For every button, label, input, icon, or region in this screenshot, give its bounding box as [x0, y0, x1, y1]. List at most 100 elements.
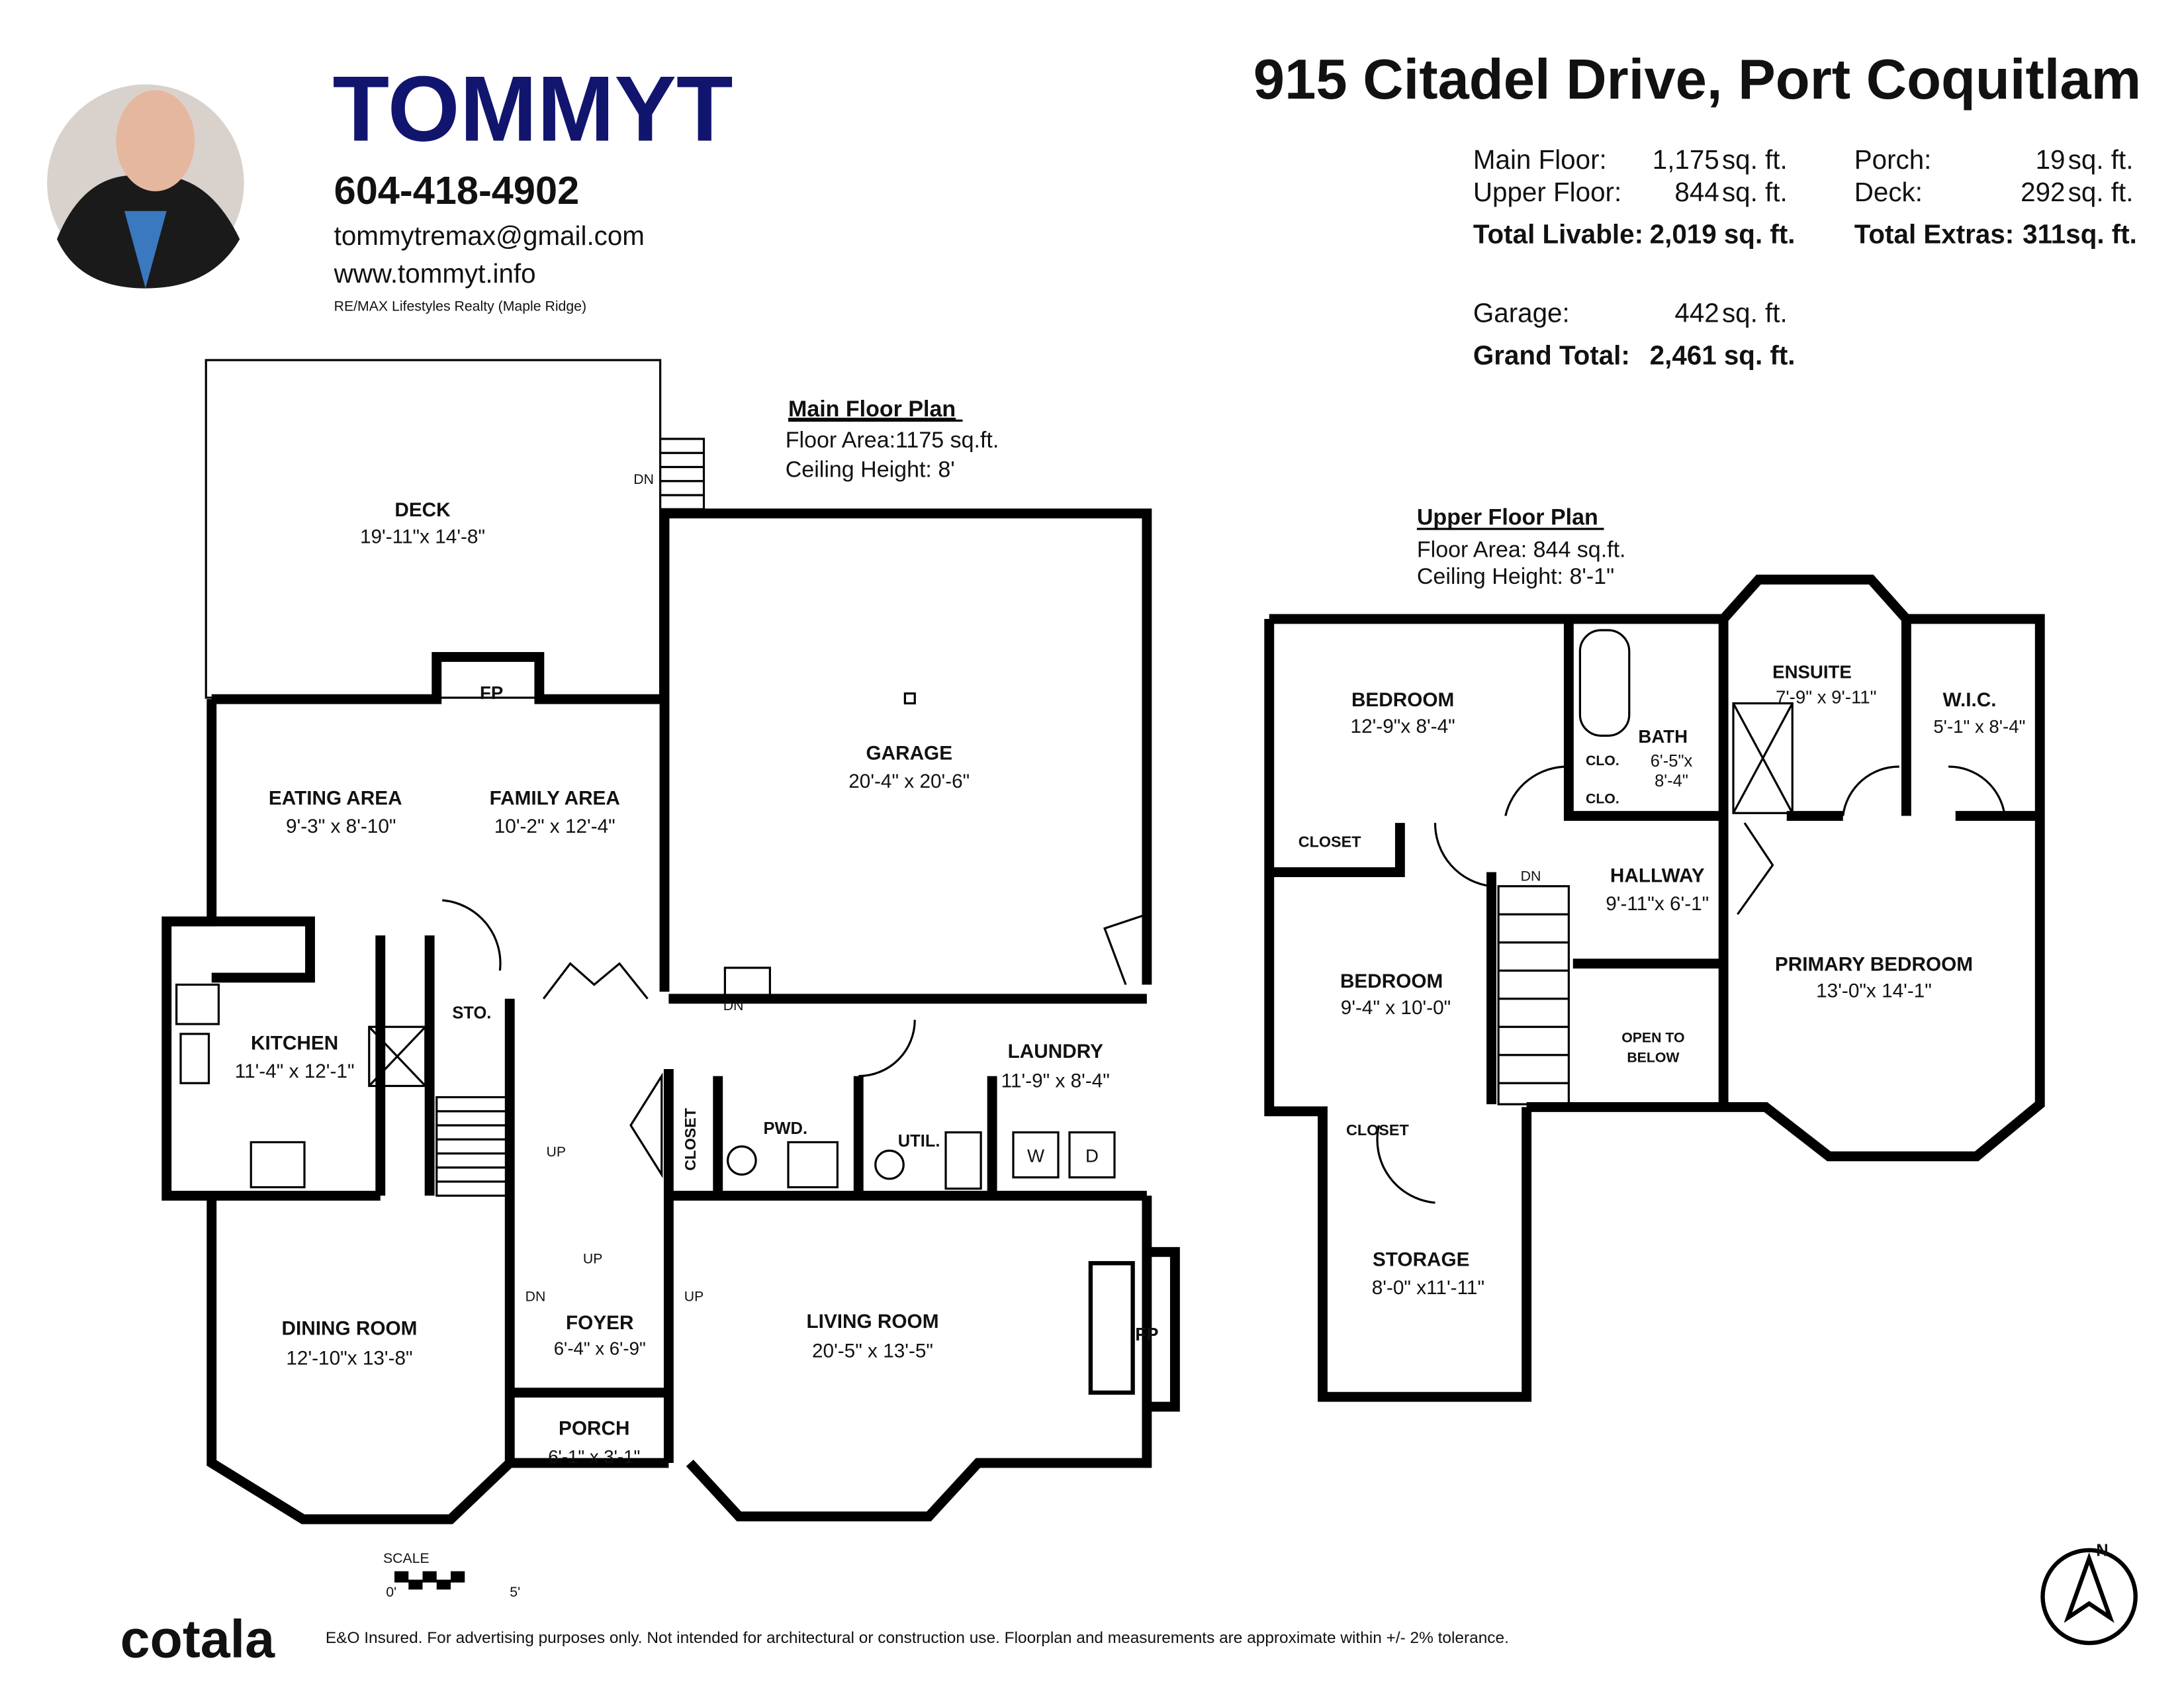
disclaimer: E&O Insured. For advertising purposes on…: [326, 1629, 1509, 1647]
agent-website[interactable]: www.tommyt.info: [334, 258, 536, 289]
living-fp-label: FP: [1135, 1324, 1158, 1344]
kitchen-name: KITCHEN: [251, 1032, 338, 1054]
deck-label: Deck:: [1854, 177, 1923, 207]
total-extras-label: Total Extras:: [1854, 219, 2014, 250]
ensuite-dims: 7'-9" x 9'-11": [1776, 687, 1876, 708]
foyer-dims: 6'-4" x 6'-9": [554, 1338, 646, 1358]
garage-name: GARAGE: [866, 743, 952, 765]
clo-label-1: CLO.: [1586, 753, 1619, 769]
agent-brokerage: RE/MAX Lifestyles Realty (Maple Ridge): [334, 299, 586, 314]
bedroom2-dims: 9'-4" x 10'-0": [1341, 997, 1451, 1019]
bath-name: BATH: [1638, 726, 1688, 747]
garage-dn-label: DN: [723, 998, 744, 1013]
scale-bar: SCALE 0' 5': [383, 1550, 520, 1600]
hallway-name: HALLWAY: [1610, 865, 1705, 886]
primary-name: PRIMARY BEDROOM: [1775, 953, 1973, 975]
garage-area-label: Garage:: [1473, 298, 1570, 328]
cotala-logo: cotala: [120, 1609, 275, 1669]
dryer-label: D: [1085, 1145, 1099, 1166]
agent-brand-logo: TOMMYT: [333, 57, 733, 161]
garage-area-value: 442: [1674, 298, 1719, 328]
upper-floor-plan: Upper Floor Plan Floor Area: 844 sq.ft. …: [1264, 505, 2045, 1402]
bath-dims-2: 8'-4": [1655, 772, 1688, 790]
washer: [1012, 1131, 1060, 1179]
deck-name: DECK: [394, 499, 451, 521]
open-to-below-1: OPEN TO: [1621, 1030, 1684, 1046]
garage-dims: 20'-4" x 20'-6": [848, 771, 970, 792]
foyer-up2-label: UP: [684, 1289, 704, 1305]
family-dims: 10'-2" x 12'-4": [494, 816, 615, 837]
agent-phone[interactable]: 604-418-4902: [334, 168, 580, 212]
upper-floor-walls: [1264, 575, 2045, 1402]
hallway-dims: 9'-11"x 6'-1": [1606, 893, 1709, 915]
stair-up-label: UP: [547, 1144, 567, 1160]
agent-photo: [47, 84, 244, 289]
upper-floor-title: Upper Floor Plan: [1417, 505, 1598, 530]
grand-total-value: 2,461 sq. ft.: [1650, 340, 1796, 370]
ensuite-name: ENSUITE: [1772, 661, 1852, 682]
closet-label: CLOSET: [682, 1107, 699, 1170]
north-arrow-icon: N: [2040, 1541, 2138, 1646]
main-floor-value: 1,175: [1653, 144, 1719, 175]
eating-dims: 9'-3" x 8'-10": [286, 816, 396, 837]
foyer-name: FOYER: [566, 1312, 633, 1334]
porch-unit: sq. ft.: [2068, 144, 2134, 175]
closet-label-upper-2: CLOSET: [1346, 1121, 1409, 1139]
main-floor-area: Floor Area:1175 sq.ft.: [786, 428, 999, 453]
eating-name: EATING AREA: [269, 788, 402, 810]
foyer-up-label: UP: [583, 1250, 603, 1266]
main-floor-ceiling: Ceiling Height: 8': [786, 457, 955, 482]
porch-label: Porch:: [1854, 144, 1932, 175]
main-floor-walls: [161, 508, 1180, 1524]
upper-floor-value: 844: [1674, 177, 1719, 207]
fp-label: FP: [480, 682, 503, 703]
util-label: UTIL.: [898, 1132, 940, 1150]
total-extras-value: 311sq. ft.: [2023, 219, 2137, 250]
compass-north: N: [2096, 1541, 2108, 1560]
dining-name: DINING ROOM: [282, 1318, 418, 1340]
upper-floor-unit: sq. ft.: [1722, 177, 1788, 207]
garage-area-unit: sq. ft.: [1722, 298, 1788, 328]
deck-dims: 19'-11"x 14'-8": [360, 526, 485, 547]
living-name: LIVING ROOM: [807, 1311, 939, 1333]
property-address: 915 Citadel Drive, Port Coquitlam: [1253, 48, 2141, 111]
main-floor-title: Main Floor Plan: [788, 397, 956, 422]
dryer: [1068, 1131, 1116, 1179]
bath-dims-1: 6'-5"x: [1651, 752, 1693, 771]
closet-label-upper-1: CLOSET: [1298, 833, 1361, 850]
bedroom1-dims: 12'-9"x 8'-4": [1351, 716, 1455, 737]
upper-dn-label: DN: [1521, 868, 1541, 884]
washer-label: W: [1027, 1145, 1044, 1166]
wic-dims: 5'-1" x 8'-4": [1933, 716, 2025, 737]
porch-dims: 6'-1" x 3'-1": [548, 1446, 640, 1467]
primary-dims: 13'-0"x 14'-1": [1816, 980, 1932, 1002]
main-floor-unit: sq. ft.: [1722, 144, 1788, 175]
storage-name: STORAGE: [1373, 1249, 1470, 1271]
deck-unit: sq. ft.: [2068, 177, 2134, 207]
upper-floor-label: Upper Floor:: [1473, 177, 1621, 207]
agent-email[interactable]: tommytremax@gmail.com: [334, 220, 645, 251]
main-floor-plan: Main Floor Plan Floor Area:1175 sq.ft. C…: [161, 359, 1180, 1524]
total-livable-label: Total Livable:: [1473, 219, 1643, 250]
upper-floor-ceiling: Ceiling Height: 8'-1": [1417, 564, 1614, 589]
area-summary: Main Floor: 1,175 sq. ft. Upper Floor: 8…: [1473, 144, 2137, 370]
main-floor-label: Main Floor:: [1473, 144, 1607, 175]
scale-label: SCALE: [383, 1550, 430, 1566]
bedroom1-name: BEDROOM: [1351, 689, 1454, 711]
total-livable-value: 2,019 sq. ft.: [1650, 219, 1796, 250]
bedroom2-name: BEDROOM: [1340, 970, 1443, 992]
clo-label-2: CLO.: [1586, 790, 1619, 806]
deck-dn-label: DN: [633, 471, 654, 487]
porch-value: 19: [2036, 144, 2066, 175]
kitchen-dims: 11'-4" x 12'-1": [235, 1060, 355, 1082]
wic-name: W.I.C.: [1943, 689, 1997, 711]
grand-total-label: Grand Total:: [1473, 340, 1630, 370]
foyer-dn-label: DN: [525, 1289, 546, 1305]
storage-dims: 8'-0" x11'-11": [1372, 1277, 1484, 1299]
pwd-label: PWD.: [763, 1119, 807, 1138]
laundry-dims: 11'-9" x 8'-4": [1001, 1070, 1110, 1092]
laundry-name: LAUNDRY: [1008, 1041, 1103, 1062]
upper-floor-area: Floor Area: 844 sq.ft.: [1417, 538, 1626, 563]
sto-label: STO.: [452, 1004, 491, 1023]
